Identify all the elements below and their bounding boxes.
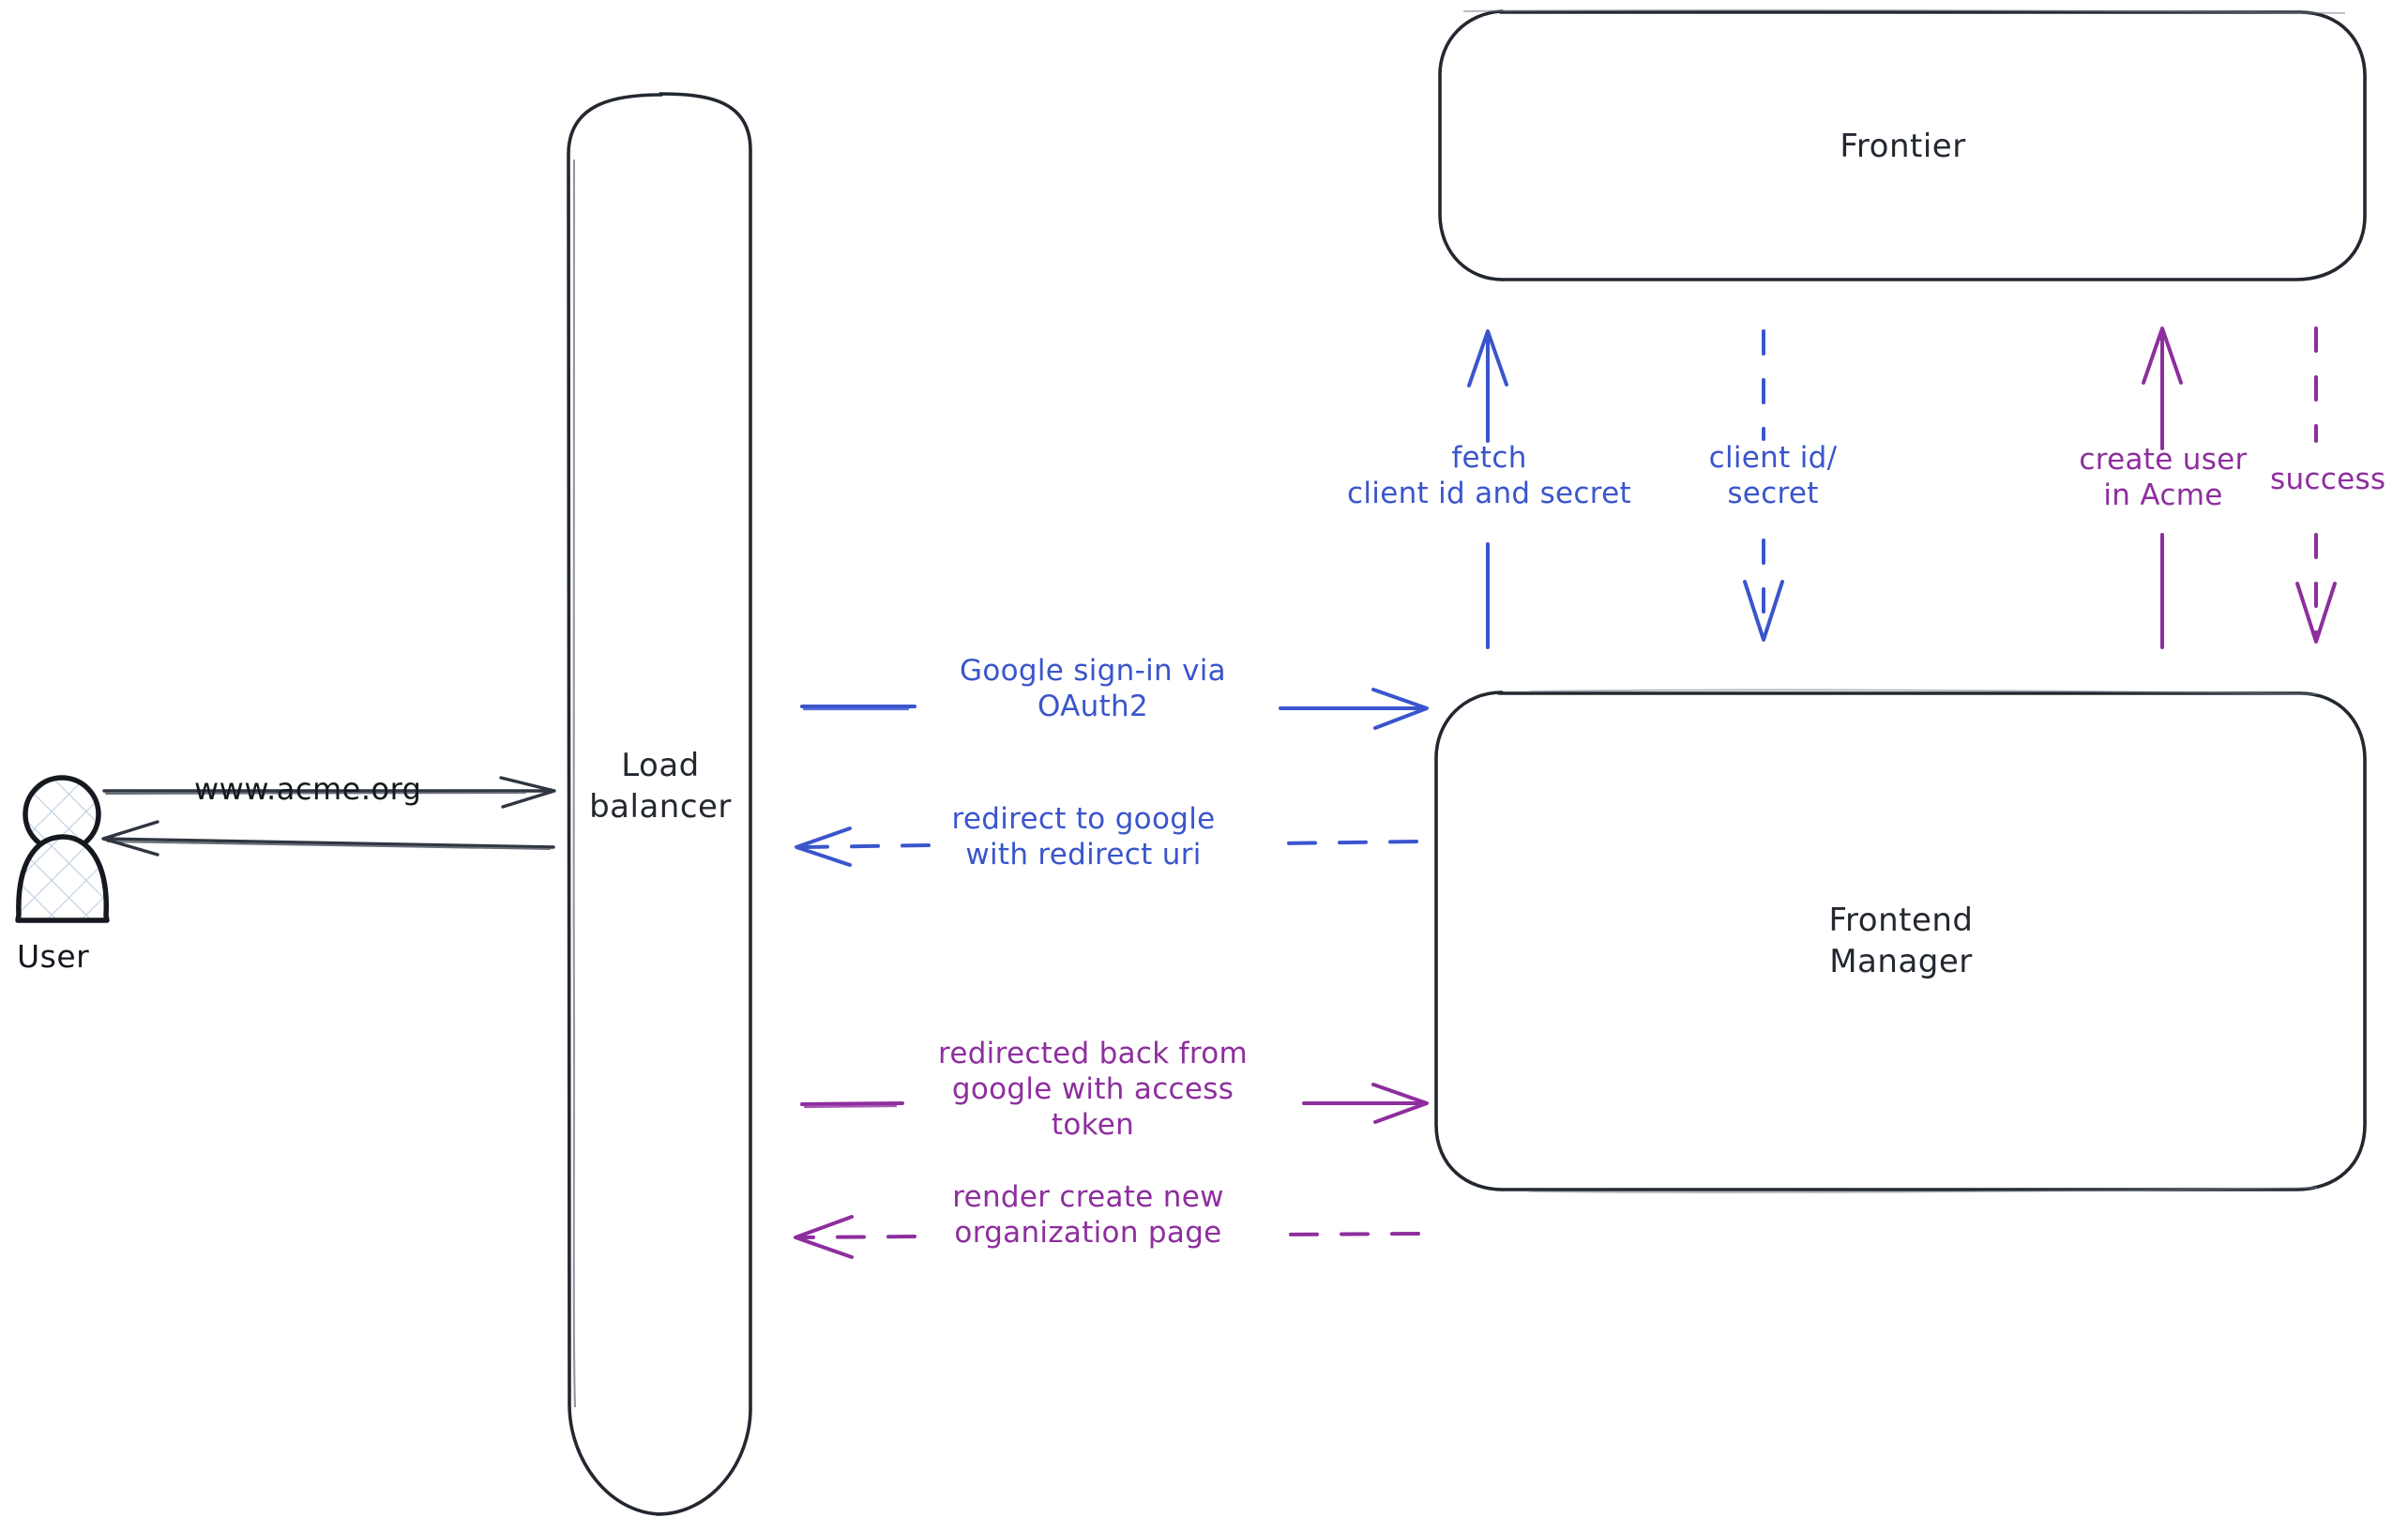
edge-fm-to-lb-render xyxy=(794,1215,1420,1259)
edge-label-lb-to-fm-token: redirected back from google with access … xyxy=(937,1037,1249,1142)
frontier-node[interactable] xyxy=(1438,8,2367,281)
edge-fm-to-frontier-create-user xyxy=(2142,326,2183,649)
edge-fm-to-lb-redirect xyxy=(795,827,1418,867)
user-actor-label: User xyxy=(17,938,90,975)
edge-frontier-to-fm-success xyxy=(2295,326,2337,644)
edge-lb-to-user xyxy=(101,820,555,857)
edge-label-user-to-lb: www.acme.org xyxy=(194,771,422,807)
edge-label-frontier-to-fm-success: success xyxy=(2270,463,2386,496)
edge-fm-to-frontier-fetch xyxy=(1467,329,1508,649)
edge-lb-to-fm-signin xyxy=(800,688,1429,730)
edge-label-lb-to-fm-signin: Google sign-in via OAuth2 xyxy=(960,654,1226,723)
edge-label-fm-to-lb-render: render create new organization page xyxy=(952,1180,1224,1250)
edge-label-frontier-to-fm-creds: client id/ secret xyxy=(1708,441,1838,510)
edge-lb-to-fm-token xyxy=(800,1083,1429,1124)
edge-label-fm-to-frontier-fetch: fetch client id and secret xyxy=(1347,441,1631,510)
edge-frontier-to-fm-creds xyxy=(1743,329,1784,642)
load-balancer-node[interactable] xyxy=(567,92,752,1516)
edge-label-fm-to-frontier-create-user: create user in Acme xyxy=(2079,443,2248,512)
user-actor-icon[interactable] xyxy=(15,775,110,923)
frontend-manager-node[interactable] xyxy=(1434,689,2367,1193)
edge-label-fm-to-lb-redirect: redirect to google with redirect uri xyxy=(951,802,1216,872)
edge-user-to-lb xyxy=(102,776,556,809)
